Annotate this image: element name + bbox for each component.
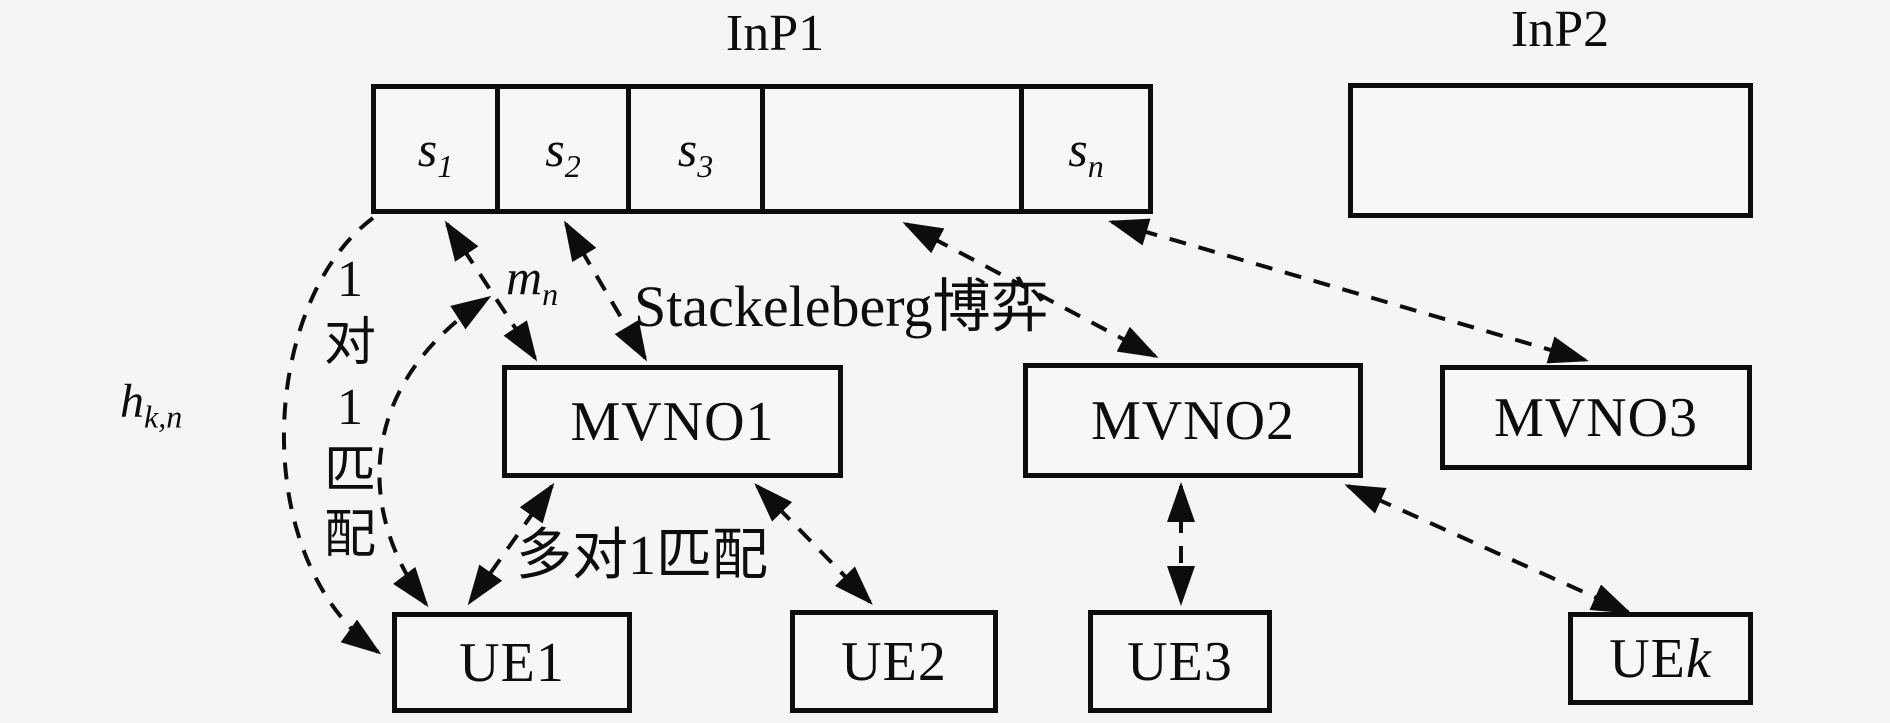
sn-label: sn: [1068, 121, 1104, 184]
ue3-box: UE3: [1088, 610, 1272, 713]
uek-box: UEk: [1568, 612, 1753, 705]
mvno2-box: MVNO2: [1023, 363, 1363, 478]
spectrum-block-s3: s3: [631, 89, 765, 209]
uek-label: UEk: [1609, 627, 1712, 690]
arrow-s2-mvno1: [563, 220, 648, 362]
mvno3-label: MVNO3: [1493, 386, 1699, 449]
inp2-spectrum-box: [1348, 83, 1753, 218]
ue2-label: UE2: [841, 630, 947, 693]
price-label: mn: [506, 249, 559, 312]
arrow-sn-mvno3: [1108, 218, 1589, 364]
one-to-one-matching-label: 1对1匹配: [323, 251, 376, 564]
stackelberg-game-label: Stackeleberg博弈: [634, 274, 1049, 339]
many-to-one-matching-label: 多对1匹配: [516, 525, 768, 587]
ue2-box: UE2: [790, 610, 998, 713]
spectrum-block-sn: sn: [1024, 89, 1148, 209]
inp2-title: InP2: [1510, 1, 1610, 58]
arrow-mvno1-ue2: [754, 483, 873, 605]
s2-label: s2: [545, 121, 581, 184]
arrow-mvno1-ue1: [467, 482, 555, 606]
ue3-label: UE3: [1127, 630, 1233, 693]
inp1-spectrum-strip: s1 s2 s3 sn: [371, 84, 1153, 214]
spectrum-block-s2: s2: [500, 89, 631, 209]
arrow-s1-mvno1: [444, 220, 538, 362]
mvno2-label: MVNO2: [1090, 389, 1296, 452]
mvno3-box: MVNO3: [1440, 365, 1752, 470]
mvno1-label: MVNO1: [570, 390, 775, 453]
arrow-channel-gain-curve: [282, 216, 382, 655]
ue1-box: UE1: [392, 612, 632, 713]
inp1-title: InP1: [725, 5, 825, 62]
mvno1-box: MVNO1: [502, 365, 843, 478]
s3-label: s3: [677, 121, 714, 184]
arrow-ue1-one-to-one-curve: [377, 295, 492, 608]
arrow-mvno2-uek: [1344, 484, 1632, 614]
channel-gain-label: hk,n: [120, 375, 183, 435]
arrow-inp1-mvno2-stackelberg: [902, 222, 1159, 358]
ue1-label: UE1: [459, 631, 565, 694]
spectrum-block-unlabeled: [765, 89, 1024, 209]
spectrum-block-s1: s1: [376, 89, 500, 209]
s1-label: s1: [417, 121, 454, 184]
